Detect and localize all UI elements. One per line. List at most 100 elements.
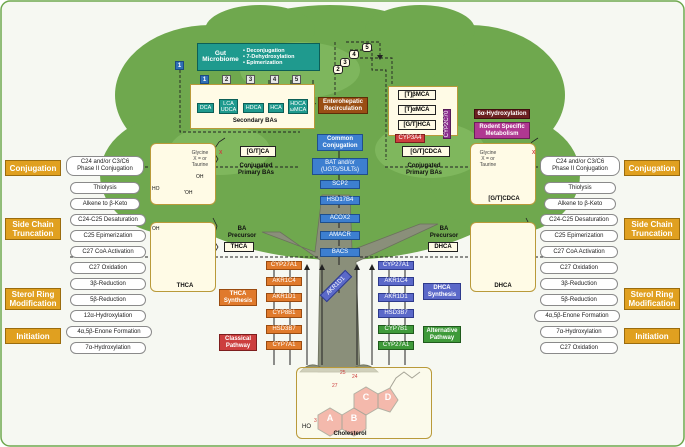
cholesterol-panel (296, 367, 432, 439)
left-step: Thiolysis (70, 182, 140, 194)
recirc-number-3: 3 (340, 58, 350, 67)
right-stage-conjugation: Conjugation (624, 160, 680, 176)
left-stage-initiation: Initiation (5, 328, 61, 344)
left-panel-ho: HO (152, 186, 160, 192)
right-gtcdca-label: [G/T]CDCA (402, 146, 450, 157)
number-4: 4 (270, 75, 279, 84)
right-step: 3β-Reduction (540, 278, 618, 290)
right-step: C27 Oxidation (540, 262, 618, 274)
alternative-pathway: Alternative Pathway (423, 326, 461, 343)
right-enzyme: AKR1D1 (378, 293, 414, 302)
left-enzyme: AKR1D1 (266, 293, 302, 302)
right-step: 7α-Hydroxylation (540, 326, 618, 338)
enzyme-bat: BAT and/or (UGTs/SULTs) (312, 158, 368, 175)
left-step: C24-C25 Desaturation (70, 214, 146, 226)
right-precursor-name: DHCA (428, 242, 458, 252)
mouse-tbmca: [T]βMCA (398, 90, 436, 100)
right-step: 5β-Reduction (540, 294, 618, 306)
right-precursor-label: BA Precursor (429, 226, 459, 239)
left-stage-conjugation: Conjugation (5, 160, 61, 176)
secondary-ba-hdca: HDCA (243, 103, 264, 113)
right-step: 4α,5β-Enone Formation (534, 310, 620, 322)
dhca-synthesis: DHCA Synthesis (423, 283, 461, 300)
right-glycine-label: Glycine X = or Taurine (479, 150, 497, 168)
recirc-number-5: 5 (362, 43, 372, 52)
ring-c: C (362, 392, 370, 402)
gut-microbiome-box: Gut Microbiome • Deconjugation • 7-Dehyd… (197, 43, 320, 71)
left-step: C27 Oxidation (70, 262, 146, 274)
ring-a: A (326, 413, 334, 423)
left-stage-side-chain: Side Chain Truncation (5, 218, 61, 240)
ring-b: B (350, 413, 358, 423)
right-step: C24 and/or C3/C6 Phase II Conjugation (540, 156, 620, 176)
cholesterol-ho: HO (302, 424, 311, 430)
ring-d: D (384, 392, 392, 402)
left-thca-label: THCA (176, 283, 194, 289)
left-step: C24 and/or C3/C6 Phase II Conjugation (66, 156, 144, 176)
left-precursor-name: THCA (224, 242, 254, 252)
right-panel-x: X (532, 150, 536, 156)
left-step: 12α-Hydroxylation (70, 310, 146, 322)
left-enzyme: CYP27A1 (266, 261, 302, 270)
right-step: Alkene to β-Keto (544, 198, 616, 210)
right-precursor-panel (470, 222, 536, 292)
left-enzyme: CYP8B1 (266, 309, 302, 318)
left-step: C25 Epimerization (70, 230, 146, 242)
secondary-ba-dca: DCA (197, 103, 214, 113)
hydroxylation-label: 6α-Hydroxylation (474, 109, 530, 119)
left-conjugated-panel (150, 143, 216, 205)
carbon-27: 27 (332, 383, 338, 389)
right-enzyme: CYP27A1 (378, 341, 414, 350)
enzyme-hsd17b4: HSD17B4 (320, 196, 360, 205)
left-stage-sterol-ring: Sterol Ring Modification (5, 288, 61, 310)
mouse-tamca: [T]αMCA (398, 105, 436, 115)
carbon-25: 25 (340, 370, 346, 376)
left-conjugated-label: Conjugated Primary BAs (237, 163, 275, 176)
right-enzyme: CYP7B1 (378, 325, 414, 334)
enzyme-bacs: BACS (320, 248, 360, 257)
number-1: 1 (200, 75, 209, 84)
left-panel-oh: OH (196, 174, 204, 180)
right-conjugated-label: Conjugated Primary BAs (405, 163, 443, 176)
left-precursor-label: BA Precursor (227, 226, 257, 239)
right-enzyme: AKR1C4 (378, 277, 414, 286)
gut-microbiome-title: Gut Microbiome (202, 50, 239, 63)
number-3: 3 (246, 75, 255, 84)
left-step: 3β-Reduction (70, 278, 146, 290)
right-step: C27 Oxidation (540, 342, 618, 354)
secondary-ba-hca: HCA (268, 103, 284, 113)
enzyme-cyp2c70: CYP2C70 (443, 109, 451, 139)
left-panel-x: X (219, 150, 223, 156)
right-step: C27 CoA Activation (540, 246, 618, 258)
secondary-ba-hdca-wmca: HDCA ωMCA (288, 99, 308, 114)
mouse-gthca: [G/T]HCA (398, 120, 436, 130)
right-step: C24-C25 Desaturation (540, 214, 618, 226)
classical-pathway: Classical Pathway (219, 334, 257, 351)
enzyme-amacr: AMACR (320, 231, 360, 240)
left-step: C27 CoA Activation (70, 246, 146, 258)
right-enzyme: CYP27A1 (378, 261, 414, 270)
right-stage-sterol-ring: Sterol Ring Modification (624, 288, 680, 310)
left-panel-ohp: 'OH (184, 190, 193, 196)
left-precursor-panel (150, 222, 216, 292)
recirculation-number-1: 1 (175, 61, 184, 70)
right-conjugated-panel (470, 143, 536, 205)
right-enzyme: HSD3B7 (378, 309, 414, 318)
left-step: 4α,5β-Enone Formation (66, 326, 152, 338)
right-stage-side-chain: Side Chain Truncation (624, 218, 680, 240)
secondary-bas-label: Secondary BAs (232, 118, 278, 124)
gut-microbiome-actions: • Deconjugation • 7-Dehydroxylation • Ep… (243, 48, 295, 66)
common-conjugation: Common Conjugation (317, 134, 363, 151)
cholesterol-label: Cholesterol (333, 431, 367, 437)
number-5: 5 (292, 75, 301, 84)
recirc-number-4: 4 (349, 50, 359, 59)
right-stage-initiation: Initiation (624, 328, 680, 344)
enzyme-cyp3a4: CYP3A4 (395, 134, 425, 143)
left-enzyme: HSD3B7 (266, 325, 302, 334)
rodent-specific-label: Rodent Specific Metabolism (474, 122, 530, 139)
enterohepatic-recirculation: Enterohepatic Recirculation (318, 97, 368, 114)
left-enzyme: AKR1C4 (266, 277, 302, 286)
number-2: 2 (222, 75, 231, 84)
right-dhca-label: DHCA (494, 283, 512, 289)
